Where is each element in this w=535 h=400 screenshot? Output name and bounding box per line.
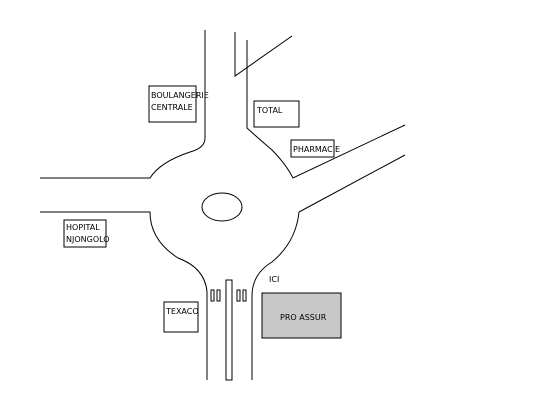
landmark-pharmacie: PHARMACIE bbox=[290, 139, 340, 158]
crosswalk-mark bbox=[236, 289, 241, 302]
roundabout-island bbox=[201, 192, 243, 222]
crosswalk-mark bbox=[242, 289, 247, 302]
hopital-label-line2: NJONGOLO bbox=[66, 235, 110, 244]
pharmacie-label: PHARMACIE bbox=[293, 145, 340, 154]
ici-marker-label: ICI bbox=[269, 275, 279, 284]
texaco-box bbox=[163, 301, 199, 333]
roads bbox=[40, 30, 406, 381]
texaco-label: TEXACO bbox=[165, 307, 199, 316]
road-south-right-edge bbox=[251, 211, 300, 380]
total-label: TOTAL bbox=[256, 106, 283, 115]
road-east-middle-edge bbox=[298, 154, 406, 213]
landmark-hopital: HOPITAL NJONGOLO bbox=[63, 219, 110, 248]
road-west-lower-edge bbox=[40, 211, 208, 380]
landmark-pro-assur: PRO ASSUR bbox=[261, 292, 342, 339]
road-north-right-edge bbox=[234, 32, 293, 77]
landmark-texaco: TEXACO bbox=[163, 301, 199, 333]
total-box bbox=[253, 100, 300, 128]
pro-assur-building bbox=[261, 292, 342, 339]
pro-assur-label: PRO ASSUR bbox=[280, 313, 327, 322]
landmark-boulangerie: BOULANGERIE CENTRALE bbox=[148, 85, 209, 123]
crosswalk-mark bbox=[210, 289, 215, 302]
boulangerie-label-line1: BOULANGERIE bbox=[151, 91, 209, 100]
road-east-upper-edge bbox=[246, 40, 406, 179]
hopital-box bbox=[63, 219, 107, 248]
road-north-left-edge bbox=[40, 30, 206, 179]
boulangerie-label-line2: CENTRALE bbox=[151, 103, 193, 112]
pharmacie-box bbox=[290, 139, 335, 158]
landmark-total: TOTAL bbox=[253, 100, 300, 128]
boulangerie-box bbox=[148, 85, 197, 123]
hopital-label-line1: HOPITAL bbox=[66, 223, 100, 232]
crosswalk-mark bbox=[216, 289, 221, 302]
road-median bbox=[225, 279, 233, 381]
